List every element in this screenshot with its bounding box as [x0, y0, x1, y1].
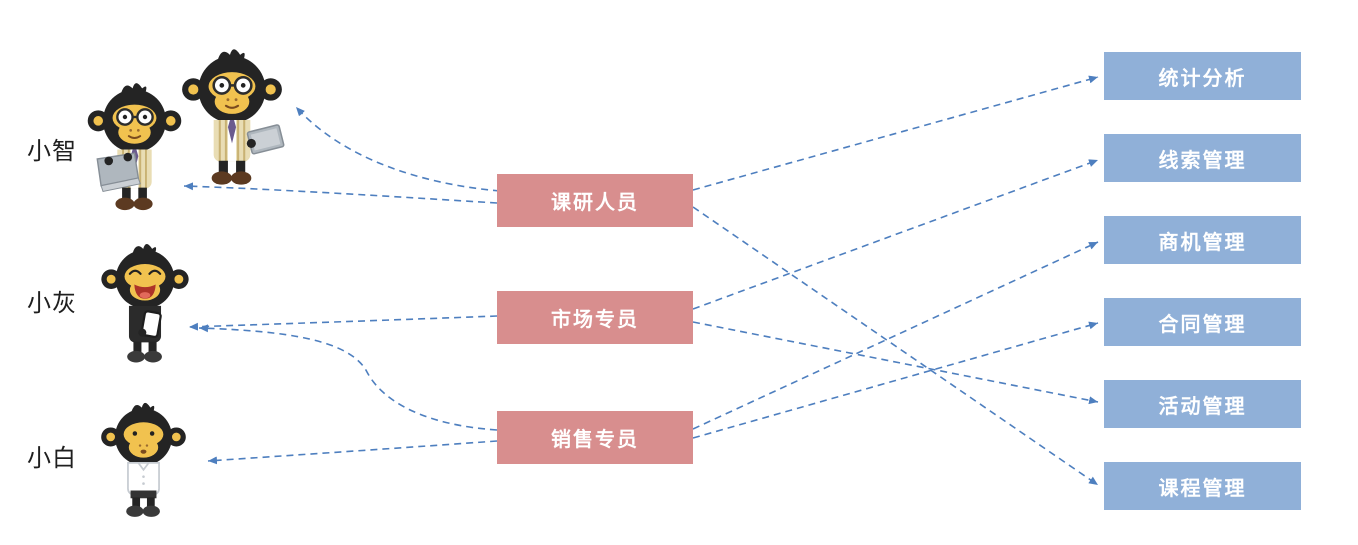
- module-box-leads: 线索管理: [1104, 134, 1301, 182]
- laptop-icon: [246, 124, 285, 155]
- arrow-sales-to-xiaohui: [198, 324, 498, 431]
- role-label-course-research: 课研人员: [551, 192, 639, 214]
- role-label-sales: 销售专员: [551, 429, 639, 451]
- arrow-course-research-to-stats: [692, 75, 1099, 191]
- module-label-stats: 统计分析: [1158, 67, 1247, 90]
- module-label-activity: 活动管理: [1158, 395, 1247, 418]
- role-label-marketing: 市场专员: [551, 309, 639, 331]
- module-label-opportunity: 商机管理: [1158, 231, 1247, 254]
- module-box-course: 课程管理: [1104, 462, 1301, 510]
- arrow-marketing-to-activity: [692, 321, 1099, 405]
- role-box-sales: 销售专员: [497, 411, 693, 464]
- arrow-marketing-to-xiaohui: [188, 315, 498, 331]
- mascot-xiaobai-monkey: [101, 402, 186, 517]
- role-box-course-research: 课研人员: [497, 174, 693, 227]
- arrow-sales-to-opportunity: [692, 241, 1099, 430]
- role-box-marketing: 市场专员: [497, 291, 693, 344]
- person-label-xiaozhi: 小智: [27, 138, 77, 165]
- arrow-course-research-to-course: [692, 206, 1099, 486]
- mascot-xiaozhi-left-monkey: [87, 83, 182, 211]
- arrow-sales-to-contract: [692, 321, 1099, 439]
- module-box-opportunity: 商机管理: [1104, 216, 1301, 264]
- mascot-xiaozhi-right-monkey: [182, 49, 285, 185]
- module-box-activity: 活动管理: [1104, 380, 1301, 428]
- arrow-sales-to-xiaobai: [207, 440, 498, 465]
- person-label-xiaobai: 小白: [27, 445, 77, 472]
- person-label-xiaohui: 小灰: [27, 290, 77, 317]
- phone-icon: [140, 310, 162, 339]
- mascot-xiaohui-monkey: [101, 243, 189, 363]
- laptop-icon: [96, 152, 141, 193]
- module-box-contract: 合同管理: [1104, 298, 1301, 346]
- module-box-stats: 统计分析: [1104, 52, 1301, 100]
- module-label-contract: 合同管理: [1158, 313, 1247, 336]
- module-label-leads: 线索管理: [1158, 149, 1247, 172]
- arrow-course-research-to-xiaozhi-right: [295, 106, 501, 192]
- module-label-course: 课程管理: [1158, 477, 1247, 500]
- arrow-marketing-to-leads: [692, 159, 1099, 310]
